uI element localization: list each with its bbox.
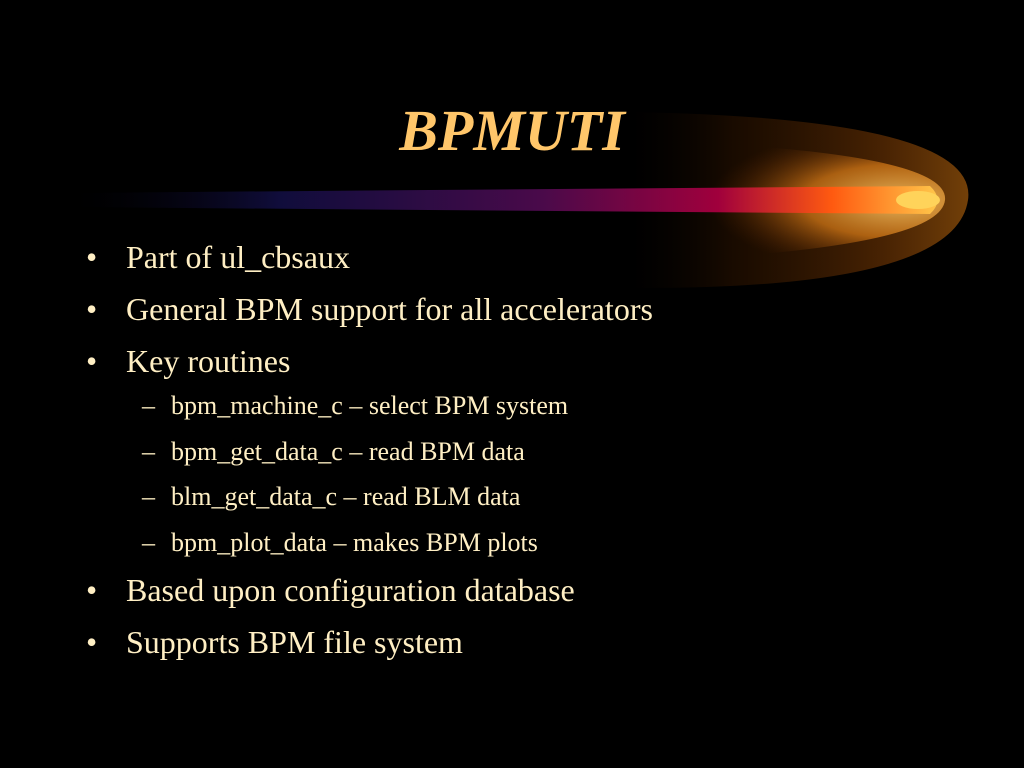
bullet-marker: • bbox=[86, 343, 98, 379]
comet-head bbox=[896, 191, 940, 209]
sub-bullet-text: bpm_get_data_c – read BPM data bbox=[171, 436, 525, 466]
sub-bullet-item: – bpm_plot_data – makes BPM plots bbox=[86, 525, 986, 561]
bullet-marker: • bbox=[86, 623, 98, 660]
sub-bullet-marker: – bbox=[142, 436, 155, 466]
bullet-item: • General BPM support for all accelerato… bbox=[86, 288, 986, 330]
sub-bullet-item: – bpm_machine_c – select BPM system bbox=[86, 388, 986, 424]
bullet-marker: • bbox=[86, 239, 98, 275]
sub-bullet-marker: – bbox=[142, 391, 155, 420]
bullet-list: • Part of ul_cbsaux • General BPM suppor… bbox=[86, 236, 986, 673]
bullet-item: • Key routines bbox=[86, 340, 986, 382]
slide-title: BPMUTI bbox=[399, 98, 625, 163]
sub-bullet-text: bpm_machine_c – select BPM system bbox=[171, 391, 569, 420]
sub-bullet-text: bpm_plot_data – makes BPM plots bbox=[171, 527, 538, 557]
bullet-text: Key routines bbox=[126, 343, 291, 379]
bullet-marker: • bbox=[86, 291, 98, 327]
sub-bullet-item: – bpm_get_data_c – read BPM data bbox=[86, 434, 986, 470]
sub-bullet-text: blm_get_data_c – read BLM data bbox=[171, 482, 521, 511]
bullet-text: Based upon configuration database bbox=[126, 571, 575, 608]
sub-bullet-item: – blm_get_data_c – read BLM data bbox=[86, 479, 986, 515]
bullet-item: • Based upon configuration database bbox=[86, 569, 986, 611]
bullet-text: Supports BPM file system bbox=[126, 623, 463, 660]
sub-bullet-marker: – bbox=[142, 482, 155, 511]
bullet-item: • Supports BPM file system bbox=[86, 621, 986, 663]
bullet-text: General BPM support for all accelerators bbox=[126, 291, 653, 327]
bullet-text: Part of ul_cbsaux bbox=[126, 239, 350, 275]
sub-bullet-marker: – bbox=[142, 527, 155, 557]
comet-trail bbox=[60, 186, 938, 214]
bullet-item: • Part of ul_cbsaux bbox=[86, 236, 986, 278]
bullet-marker: • bbox=[86, 571, 98, 608]
